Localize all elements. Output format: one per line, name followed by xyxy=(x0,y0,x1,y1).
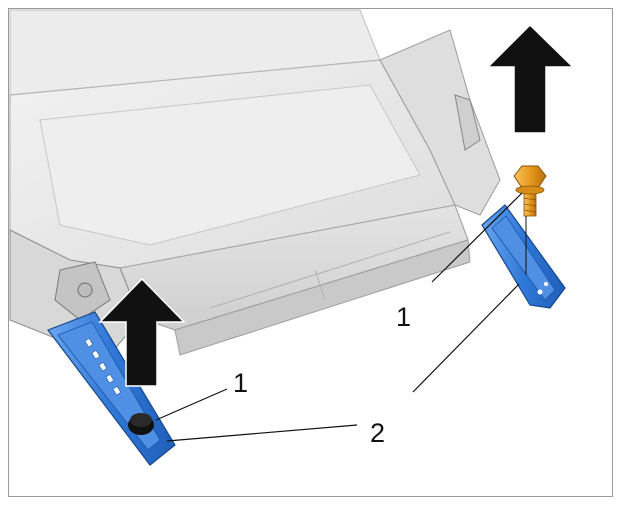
seat-cushion xyxy=(9,9,501,356)
arrow-up-icon xyxy=(486,23,575,134)
seat-rail-right xyxy=(481,204,566,309)
leader-lines xyxy=(155,192,523,442)
bolt-left xyxy=(128,413,154,435)
callout-1-right: 1 xyxy=(396,302,411,332)
callout-2: 2 xyxy=(370,418,385,448)
callout-1-left: 1 xyxy=(233,368,248,398)
arrow-up-icon xyxy=(98,277,186,387)
bolt-right xyxy=(513,165,547,275)
